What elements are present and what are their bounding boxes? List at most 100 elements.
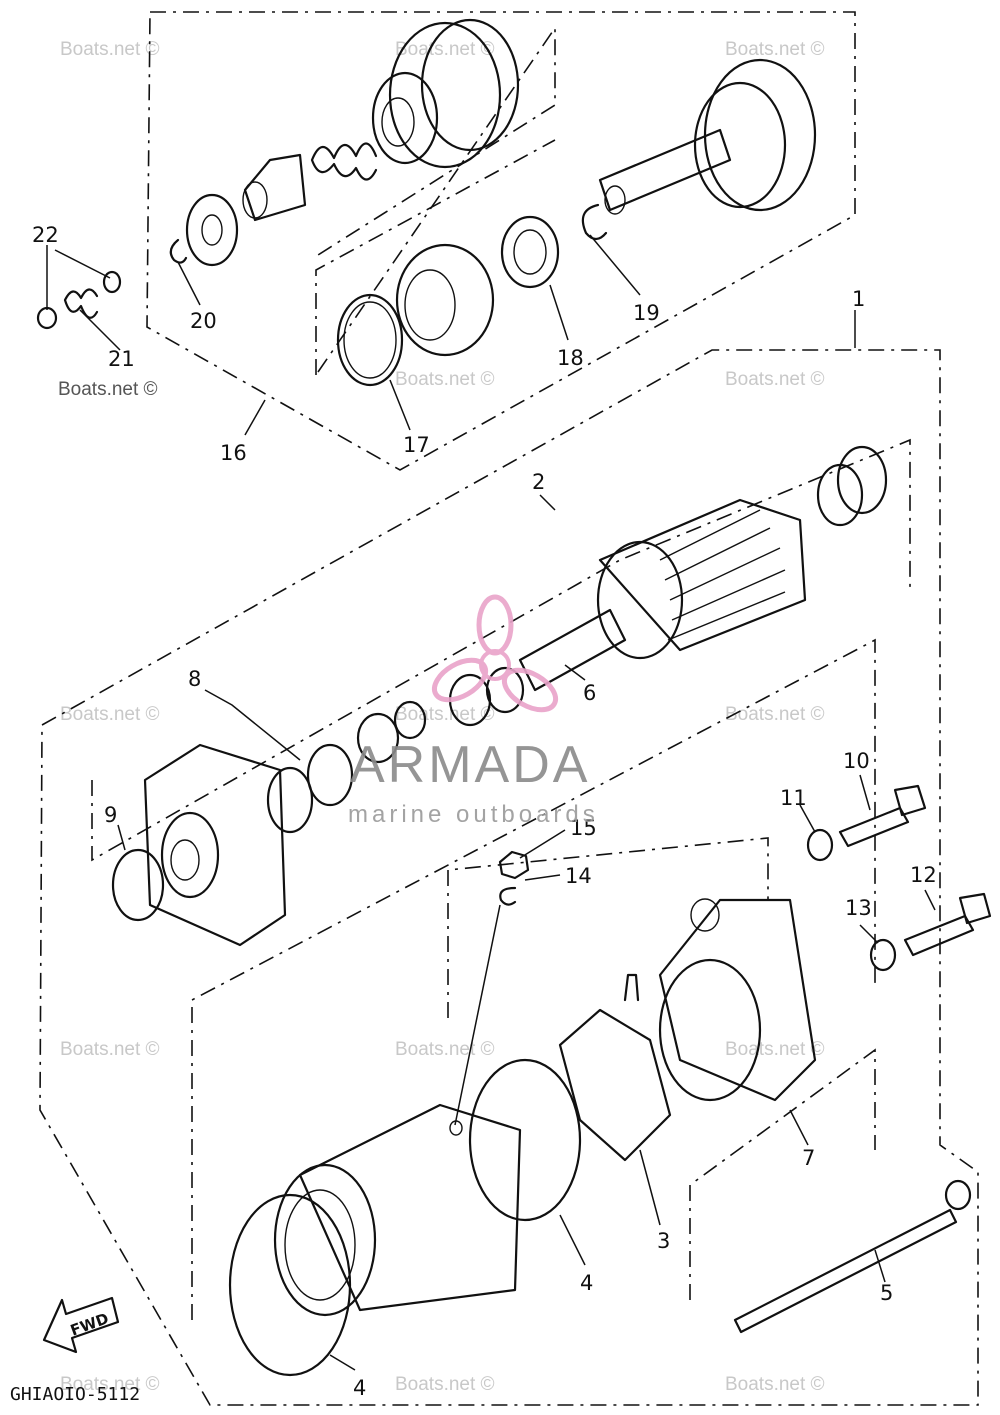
callout-2: 2 — [532, 470, 545, 494]
leader-4a — [559, 1214, 586, 1266]
callout-21: 21 — [108, 347, 135, 371]
watermark-boats-3: Boats.net © — [725, 39, 825, 60]
retainer-plate-18-bore — [513, 229, 547, 275]
leader-18 — [549, 284, 569, 341]
leader-17 — [389, 379, 411, 431]
leader-2 — [539, 494, 556, 511]
pinion-drive-rim — [420, 18, 520, 152]
gasket-4-front — [228, 1193, 352, 1377]
propeller-blade-left — [431, 657, 489, 703]
thrust-ring-17-inner — [343, 301, 397, 379]
brush-holder — [558, 1008, 672, 1162]
callout-1: 1 — [852, 287, 865, 311]
bolt-10-head — [893, 784, 927, 817]
outline-gear-set — [317, 25, 556, 373]
callout-11: 11 — [780, 786, 807, 810]
watermark-boats-11: Boats.net © — [725, 1039, 825, 1060]
leader-11 — [799, 804, 816, 833]
armature-core-face — [596, 540, 684, 660]
callout-20: 20 — [190, 309, 217, 333]
callout-4-front: 4 — [353, 1376, 366, 1400]
watermark-boats-12: Boats.net © — [60, 1374, 160, 1395]
callout-9: 9 — [104, 803, 117, 827]
outline-bracket-set — [447, 837, 769, 1018]
clip-20 — [169, 238, 188, 264]
callout-6: 6 — [583, 681, 596, 705]
callout-3: 3 — [657, 1229, 670, 1253]
clip-14 — [499, 886, 517, 906]
watermark-boats-5: Boats.net © — [725, 369, 825, 390]
callout-7: 7 — [802, 1146, 815, 1170]
leader-15 — [519, 829, 566, 859]
callout-15: 15 — [570, 816, 597, 840]
leader-10 — [859, 774, 871, 811]
leader-16 — [244, 399, 266, 436]
drawing-code: GHIAOIO-5112 — [10, 1384, 140, 1405]
outline-bolt-set — [689, 1048, 876, 1300]
propeller-blade-top — [476, 594, 514, 656]
bolt-12 — [903, 914, 975, 957]
leader-14-to-yoke — [454, 904, 501, 1126]
front-cover — [143, 743, 287, 947]
watermark-boats-1: Boats.net © — [60, 39, 160, 60]
brand-tagline: marine outboards — [348, 801, 599, 828]
leader-3 — [639, 1149, 661, 1226]
front-cover-bore — [170, 839, 200, 881]
gasket-4-rear — [468, 1058, 582, 1222]
callout-13: 13 — [845, 896, 872, 920]
gear-wheel-inner — [693, 81, 787, 209]
callout-10: 10 — [843, 749, 870, 773]
bolt-10 — [838, 806, 910, 848]
group-outlines — [39, 11, 979, 1406]
leader-20 — [177, 261, 201, 306]
pinion-drive-bore — [381, 97, 415, 147]
leader-14 — [524, 874, 561, 881]
leader-13 — [859, 924, 879, 944]
watermark-boats-15: Boats.net © — [58, 379, 158, 400]
callout-5: 5 — [880, 1281, 893, 1305]
circlip-19 — [581, 203, 608, 241]
callout-18: 18 — [557, 346, 584, 370]
watermark-boats-7: Boats.net © — [395, 704, 495, 725]
callout-16: 16 — [220, 441, 247, 465]
yoke-face-inner — [284, 1189, 356, 1301]
brand-name: ARMADA — [350, 736, 590, 794]
leader-22 — [46, 245, 111, 310]
through-bolt-5-head — [944, 1179, 972, 1211]
armature-washer-5 — [393, 700, 427, 740]
pinion-drive-body — [388, 21, 502, 169]
callout-8: 8 — [188, 667, 201, 691]
washer-22-left — [36, 306, 58, 330]
armature-plate — [356, 712, 400, 764]
spring — [310, 142, 378, 181]
watermark-boats-6: Boats.net © — [60, 704, 160, 725]
propeller-blade-right — [501, 667, 559, 713]
armada-watermark: ARMADA marine outboards — [348, 594, 599, 828]
brush-terminal — [623, 973, 640, 1002]
o-ring-9 — [111, 848, 165, 922]
leader-19 — [589, 234, 641, 296]
leader-lines — [46, 234, 936, 1371]
rear-cover-lug — [690, 898, 720, 932]
yoke-face — [273, 1163, 377, 1317]
callout-12: 12 — [910, 863, 937, 887]
rear-cover — [658, 898, 817, 1102]
leader-4b — [329, 1354, 356, 1371]
callout-17: 17 — [403, 433, 430, 457]
washer-13 — [869, 938, 897, 972]
needle-bearing — [266, 766, 314, 834]
callout-14: 14 — [565, 864, 592, 888]
watermark-boats-13: Boats.net © — [395, 1374, 495, 1395]
fwd-label: FWD — [68, 1309, 111, 1339]
spring-21 — [63, 288, 99, 319]
leader-5 — [874, 1249, 886, 1283]
outline-yoke-set — [191, 638, 876, 1320]
armature-washer-2 — [836, 445, 888, 515]
through-bolt-5 — [733, 1208, 958, 1334]
watermark-boats-8: Boats.net © — [725, 704, 825, 725]
gear-wheel — [703, 58, 817, 212]
bearing-housing-bore — [404, 269, 456, 341]
drive-assembly — [36, 18, 817, 387]
washer-ring-bore — [201, 214, 223, 246]
